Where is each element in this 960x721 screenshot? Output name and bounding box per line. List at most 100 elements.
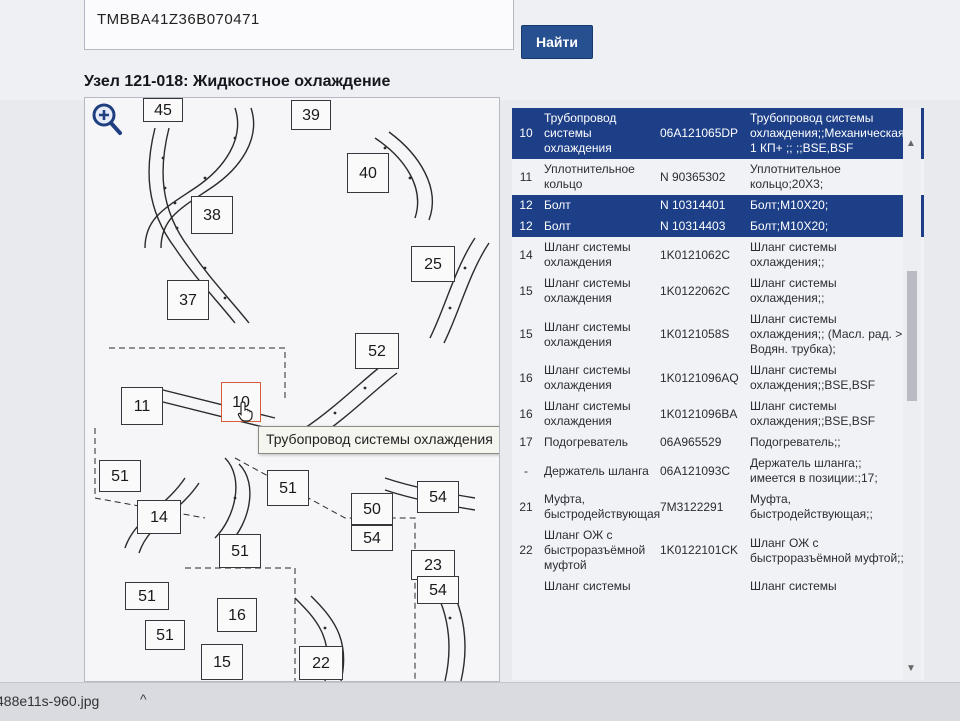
part-name: Шланг системы охлаждения bbox=[544, 399, 631, 428]
zoom-in-icon[interactable] bbox=[91, 102, 123, 136]
callout-14[interactable]: 14 bbox=[137, 500, 181, 534]
part-code: 1K0121058S bbox=[660, 327, 730, 341]
table-row[interactable]: 11 Уплотнительное кольцо N 90365302 Уплотни… bbox=[512, 159, 924, 195]
part-code: 06A121093C bbox=[660, 463, 731, 478]
part-code: 06A121065DP bbox=[656, 108, 746, 159]
part-description: Шланг системы охлаждения;; bbox=[750, 276, 837, 305]
part-description: Держатель шланга;; имеется в позиции:;17… bbox=[750, 456, 878, 485]
table-scrollbar[interactable]: ▲ ▼ bbox=[903, 108, 921, 680]
part-name: Шланг ОЖ с быстроразъёмной муфтой bbox=[544, 528, 646, 572]
page-title: Узел 121-018: Жидкостное охлаждение bbox=[84, 73, 391, 90]
part-code: 1K0122101CK bbox=[660, 543, 739, 557]
part-description: Муфта, быстродействующая;; bbox=[750, 492, 873, 521]
part-name: Шланг системы bbox=[544, 579, 631, 593]
part-description: Шланг системы охлаждения;; (Масл. рад. >… bbox=[750, 312, 903, 356]
part-code: 1K0122062C bbox=[660, 283, 731, 298]
part-description: Шланг системы охлаждения;;BSE,BSF bbox=[750, 399, 876, 428]
callout-51-c[interactable]: 51 bbox=[219, 534, 261, 568]
callout-50[interactable]: 50 bbox=[351, 493, 393, 525]
hand-cursor-icon bbox=[237, 401, 253, 422]
callout-10[interactable]: 10 bbox=[221, 382, 261, 422]
part-name: Шланг системы охлаждения bbox=[544, 240, 631, 269]
part-code: N 10314403 bbox=[656, 216, 746, 237]
callout-51-d[interactable]: 51 bbox=[125, 582, 169, 610]
callout-16[interactable]: 16 bbox=[217, 598, 257, 632]
row-number: 17 bbox=[519, 435, 533, 449]
part-code: N 90365302 bbox=[660, 169, 726, 184]
callout-15[interactable]: 15 bbox=[201, 644, 243, 680]
row-number: 12 bbox=[512, 195, 540, 216]
callout-38[interactable]: 38 bbox=[191, 196, 233, 234]
part-name: Подогреватель bbox=[544, 435, 628, 449]
row-number: - bbox=[524, 463, 528, 478]
row-number: 21 bbox=[519, 499, 533, 514]
row-number: 10 bbox=[512, 108, 540, 159]
row-number: 11 bbox=[519, 169, 533, 184]
part-description: Уплотнительное кольцо;20X3; bbox=[750, 162, 841, 191]
part-description: Шланг ОЖ с быстроразъёмной муфтой;; bbox=[750, 535, 904, 565]
part-code: 1K0121096BA bbox=[660, 406, 738, 421]
callout-54-c[interactable]: 54 bbox=[417, 576, 459, 604]
part-description: Шланг системы охлаждения;; bbox=[750, 240, 837, 269]
download-file-name[interactable]: 488e11s-960.jpg bbox=[0, 693, 100, 709]
part-description: Шланг системы охлаждения;;BSE,BSF bbox=[750, 363, 876, 392]
part-name: Болт bbox=[540, 195, 656, 216]
part-name: Уплотнительное кольцо bbox=[544, 162, 635, 191]
callout-40[interactable]: 40 bbox=[347, 153, 389, 193]
callout-39[interactable]: 39 bbox=[291, 100, 331, 130]
table-row[interactable]: 16 Шланг системы охлаждения 1K0121096AQ Шла… bbox=[512, 360, 924, 396]
scroll-up-icon[interactable]: ▲ bbox=[906, 138, 916, 149]
callout-11[interactable]: 11 bbox=[121, 387, 163, 425]
callout-52[interactable]: 52 bbox=[355, 333, 399, 369]
row-number bbox=[512, 576, 540, 597]
part-name: Муфта, быстродействующая bbox=[544, 492, 661, 521]
part-description: Болт;M10X20; bbox=[746, 195, 912, 216]
row-number: 22 bbox=[519, 543, 533, 557]
callout-54-a[interactable]: 54 bbox=[417, 481, 459, 513]
callout-51-a[interactable]: 51 bbox=[99, 460, 141, 492]
diagram-tooltip: Трубопровод системы охлаждения bbox=[258, 426, 499, 454]
row-number: 15 bbox=[519, 283, 533, 298]
table-row[interactable]: 22 Шланг ОЖ с быстроразъёмной муфтой 1K012… bbox=[512, 525, 924, 576]
callout-45[interactable]: 45 bbox=[143, 98, 183, 122]
row-number: 16 bbox=[519, 370, 533, 385]
scroll-down-icon[interactable]: ▼ bbox=[906, 663, 916, 674]
part-description: Подогреватель;; bbox=[750, 435, 841, 449]
callout-22[interactable]: 22 bbox=[299, 646, 343, 680]
part-name: Шланг системы охлаждения bbox=[544, 319, 631, 349]
callout-25[interactable]: 25 bbox=[411, 246, 455, 282]
table-row[interactable]: - Держатель шланга 06A121093C Держатель шла… bbox=[512, 453, 924, 489]
part-name: Трубопровод системы охлаждения bbox=[540, 108, 656, 159]
scroll-thumb[interactable] bbox=[907, 271, 917, 401]
part-description: Болт;M10X20; bbox=[746, 216, 912, 237]
callout-51-b[interactable]: 51 bbox=[267, 470, 309, 506]
find-button[interactable]: Найти bbox=[521, 25, 593, 59]
callout-37[interactable]: 37 bbox=[167, 280, 209, 320]
part-code: N 10314401 bbox=[656, 195, 746, 216]
chevron-up-icon[interactable]: ^ bbox=[140, 691, 147, 707]
vin-input[interactable]: TMBBA41Z36B070471 bbox=[84, 0, 514, 50]
part-code: 1K0121096AQ bbox=[660, 370, 739, 385]
download-bar: 488e11s-960.jpg ^ bbox=[0, 682, 960, 721]
callout-51-e[interactable]: 51 bbox=[145, 620, 185, 650]
part-name: Держатель шланга bbox=[544, 463, 649, 478]
callout-54-b[interactable]: 54 bbox=[351, 525, 393, 551]
part-description: Трубопровод системы охлаждения;;Механиче… bbox=[746, 108, 912, 159]
parts-diagram[interactable]: 45 39 40 38 37 25 52 11 10 51 51 14 51 5… bbox=[84, 97, 500, 682]
callout-23[interactable]: 23 bbox=[411, 550, 455, 580]
row-number: 12 bbox=[512, 216, 540, 237]
part-code: 06A965529 bbox=[660, 435, 722, 449]
part-name: Болт bbox=[540, 216, 656, 237]
part-name: Шланг системы охлаждения bbox=[544, 363, 631, 392]
